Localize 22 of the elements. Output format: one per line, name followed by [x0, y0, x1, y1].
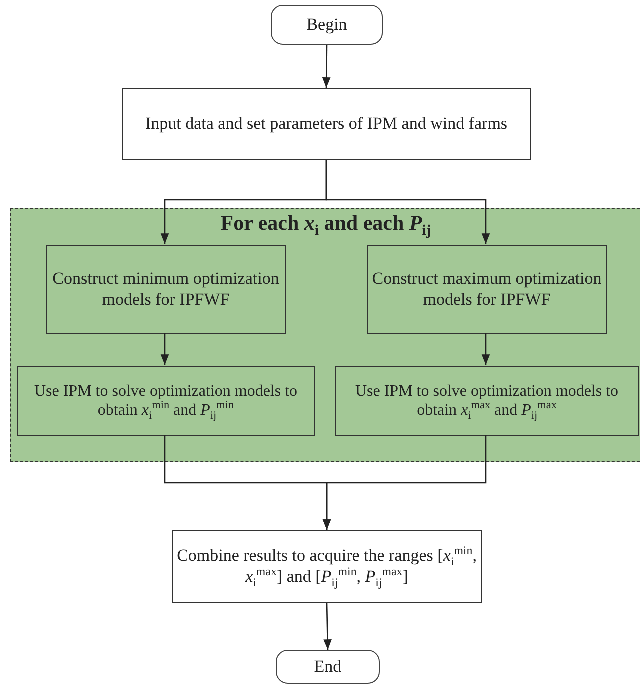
terminal-box — [271, 5, 383, 45]
terminal-box — [276, 650, 380, 684]
process-box — [122, 88, 531, 160]
process-box — [46, 245, 286, 334]
loop-heading: For each x$_{i}$ and each P$_{ij}$ — [220, 211, 432, 236]
node-text: Construct maximum optimization models for IPFWF — [372, 269, 602, 310]
connector-arrow — [482, 333, 490, 365]
node-text: Construct minimum optimization models for IPFWF — [52, 269, 280, 310]
node-text: Input data and set parameters of IPM and wind farms — [145, 114, 508, 134]
node-text: End — [314, 656, 342, 678]
connector-arrow — [322, 435, 487, 530]
process-box — [172, 530, 482, 603]
connector-arrow — [322, 45, 331, 88]
process-box — [17, 366, 315, 436]
process-box — [367, 245, 607, 334]
connector-arrow — [160, 333, 170, 365]
loop-region — [10, 208, 640, 462]
connector-arrow — [326, 160, 490, 244]
node-text: Combine results to acquire the ranges [x$_{i}$$^{min}$, x$_{i}$$^{max}$] and [P$_{ij}$$^{min}$, P$_{ij}$$^{max}$] — [177, 546, 477, 587]
process-box — [335, 366, 639, 436]
connector-arrow — [324, 602, 332, 650]
node-text: Begin — [306, 14, 348, 36]
